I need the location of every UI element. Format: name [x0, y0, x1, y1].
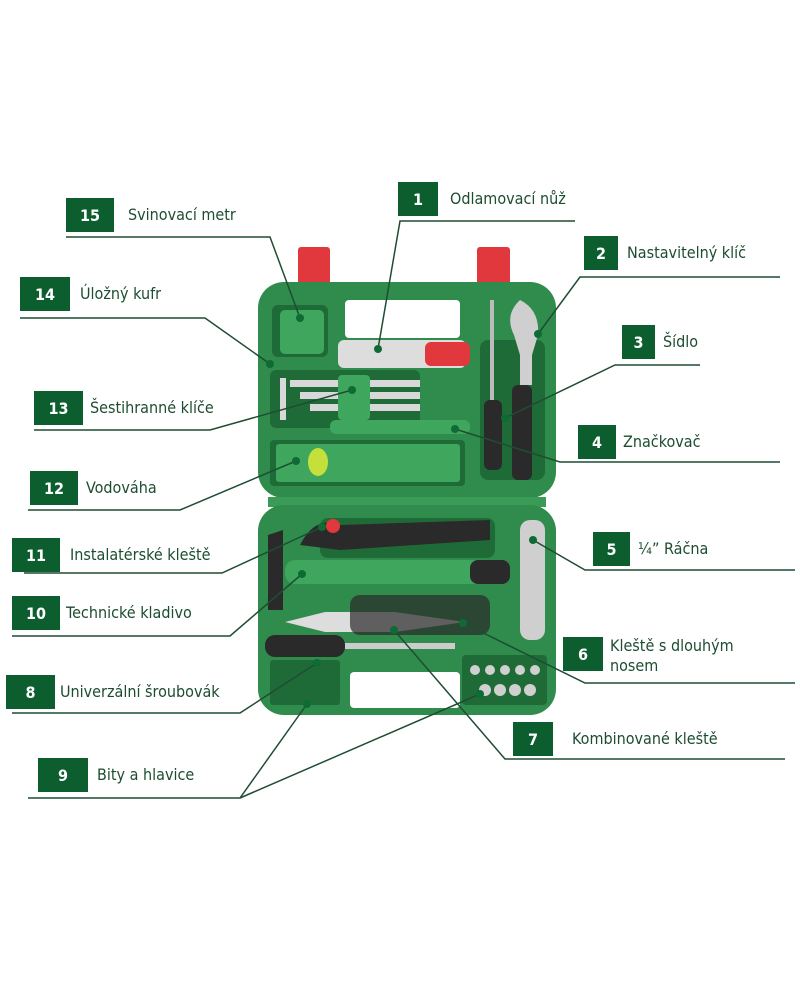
callout-number: 15 — [66, 198, 114, 232]
callout-text: Vodováha — [86, 478, 157, 497]
callout-number: 11 — [12, 538, 60, 572]
callout-number: 8 — [6, 675, 55, 709]
callout-4: 4 Značkovač — [578, 425, 701, 459]
callout-2: 2 Nastavitelný klíč — [584, 236, 746, 270]
callout-number: 6 — [563, 637, 603, 671]
callout-text: ¼” Ráčna — [638, 539, 709, 558]
callout-number: 13 — [34, 391, 83, 425]
callout-11: 11 Instalatérské kleště — [12, 538, 210, 572]
callout-text: Šídlo — [663, 332, 699, 351]
callout-10: 10 Technické kladivo — [12, 596, 192, 630]
callout-5: 5 ¼” Ráčna — [593, 532, 708, 566]
callout-text: Nastavitelný klíč — [627, 243, 747, 262]
callout-number: 14 — [20, 277, 70, 311]
leader-lines — [12, 220, 795, 799]
callout-text: Šestihranné klíče — [90, 398, 214, 417]
callout-number: 2 — [584, 236, 618, 270]
callout-number: 5 — [593, 532, 630, 566]
callout-number: 4 — [578, 425, 616, 459]
callout-12: 12 Vodováha — [30, 471, 157, 505]
callout-text: Kleště s dlouhým — [610, 636, 734, 655]
callout-text-line2: nosem — [610, 656, 659, 675]
callout-number: 7 — [513, 722, 553, 756]
callout-1: 1 Odlamovací nůž — [398, 182, 566, 216]
callout-text: Bity a hlavice — [97, 765, 195, 784]
callout-7: 7 Kombinované kleště — [513, 722, 718, 756]
callout-number: 1 — [398, 182, 438, 216]
callout-text: Úložný kufr — [80, 284, 162, 303]
callout-13: 13 Šestihranné klíče — [34, 391, 214, 425]
callout-14: 14 Úložný kufr — [20, 277, 161, 311]
case-top-half — [258, 282, 556, 498]
callout-number: 12 — [30, 471, 78, 505]
callout-15: 15 Svinovací metr — [66, 198, 236, 232]
callout-number: 10 — [12, 596, 60, 630]
callout-9: 9 Bity a hlavice — [38, 758, 194, 792]
callout-text: Technické kladivo — [66, 603, 192, 622]
callout-3: 3 Šídlo — [622, 325, 698, 359]
case-hinge — [268, 497, 546, 507]
callout-text: Odlamovací nůž — [450, 189, 566, 208]
callout-text: Univerzální šroubovák — [60, 682, 220, 701]
callout-text: Svinovací metr — [128, 205, 236, 224]
callout-text: Značkovač — [623, 432, 701, 451]
callout-text: Kombinované kleště — [572, 729, 718, 748]
callout-number: 9 — [38, 758, 88, 792]
callout-text: Instalatérské kleště — [70, 545, 211, 564]
callout-number: 3 — [622, 325, 655, 359]
callout-markers — [266, 314, 542, 708]
callout-8: 8 Univerzální šroubovák — [6, 675, 220, 709]
